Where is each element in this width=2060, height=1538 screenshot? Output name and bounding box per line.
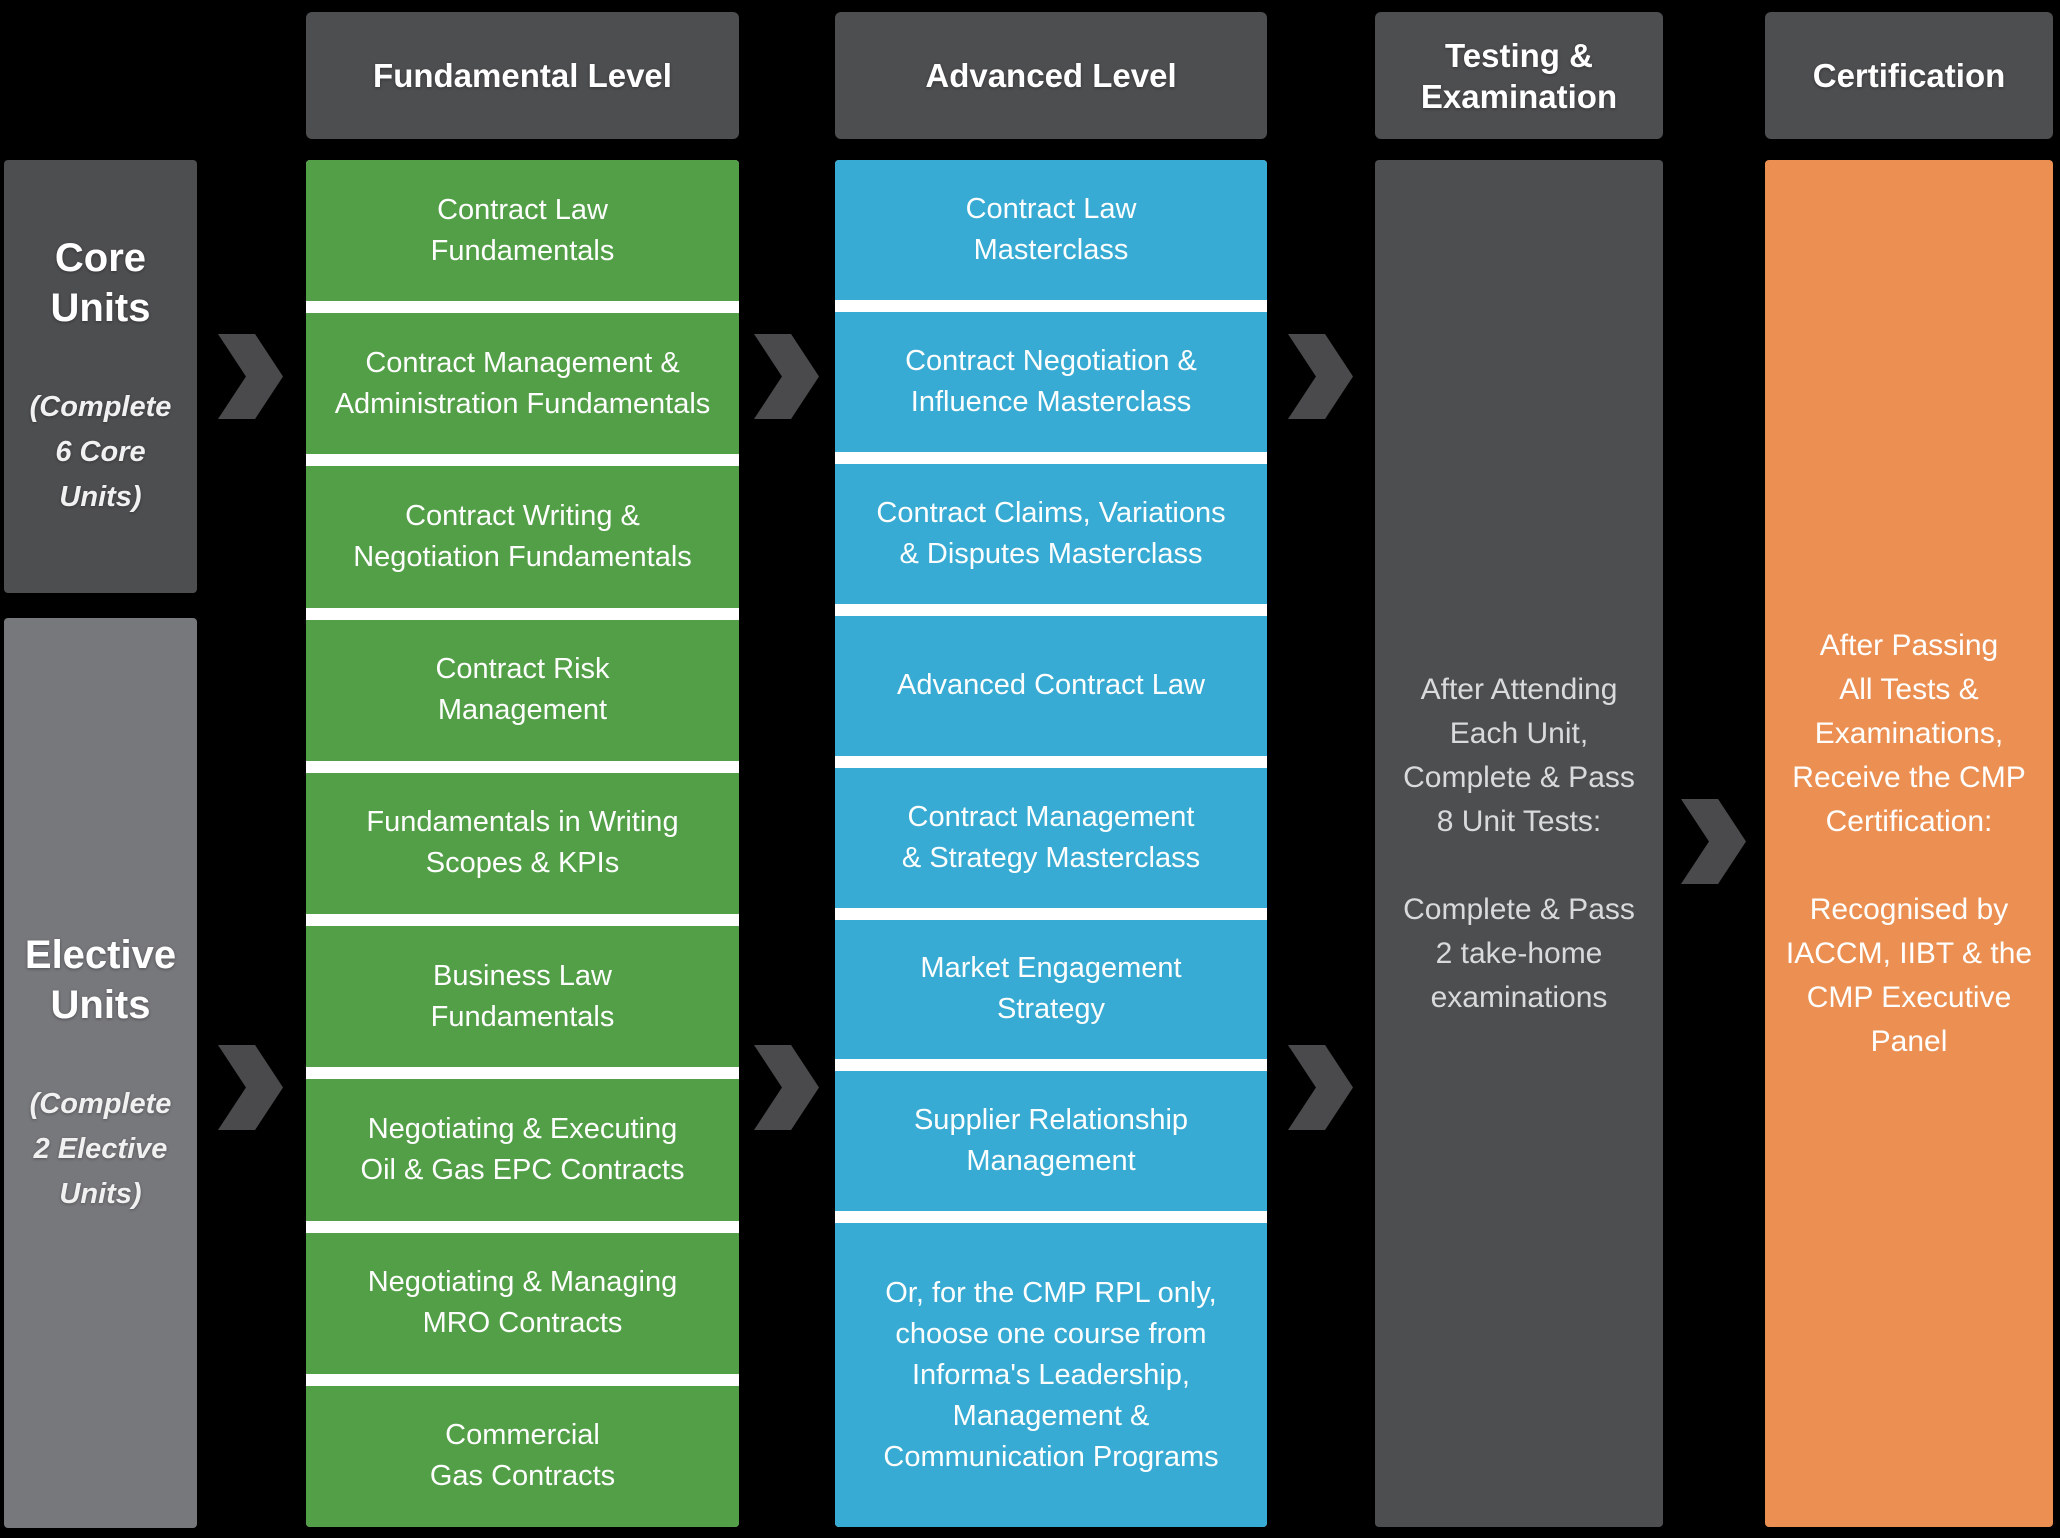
course-box-contract-writing-negotiation: Contract Writing & Negotiation Fundament… — [306, 466, 739, 608]
course-box-contract-law-masterclass: Contract Law Masterclass — [835, 160, 1267, 300]
core-units-title: Core Units — [50, 236, 151, 330]
course-box-commercial-gas-contracts: Commercial Gas Contracts — [306, 1385, 739, 1527]
chevron-right-icon — [218, 1045, 283, 1130]
course-box-advanced-contract-law: Advanced Contract Law — [835, 615, 1267, 756]
course-box-writing-scopes-kpis: Fundamentals in Writing Scopes & KPIs — [306, 772, 739, 915]
course-box-contract-law-fundamentals: Contract Law Fundamentals — [306, 160, 739, 302]
fundamental-level-column: Contract Law Fundamentals Contract Manag… — [306, 160, 739, 1527]
course-box-mro-contracts: Negotiating & Managing MRO Contracts — [306, 1232, 739, 1374]
chevron-right-icon — [1681, 799, 1746, 884]
header-certification: Certification — [1765, 12, 2053, 139]
chevron-right-icon — [754, 334, 819, 419]
course-box-contract-risk-management: Contract Risk Management — [306, 619, 739, 761]
advanced-level-column: Contract Law Masterclass Contract Negoti… — [835, 160, 1267, 1527]
testing-examination-box: After Attending Each Unit, Complete & Pa… — [1375, 160, 1663, 1527]
course-box-contract-negotiation-influence: Contract Negotiation & Influence Masterc… — [835, 311, 1267, 452]
course-box-cmp-rpl-option: Or, for the CMP RPL only, choose one cou… — [835, 1223, 1267, 1527]
course-box-claims-variations-disputes: Contract Claims, Variations & Disputes M… — [835, 463, 1267, 604]
elective-units-note: (Complete 2 Elective Units) — [29, 1087, 172, 1210]
chevron-right-icon — [218, 334, 283, 419]
course-box-contract-management-strategy: Contract Management & Strategy Mastercla… — [835, 767, 1267, 908]
course-box-oil-gas-epc-contracts: Negotiating & Executing Oil & Gas EPC Co… — [306, 1079, 739, 1221]
header-advanced-level: Advanced Level — [835, 12, 1267, 139]
chevron-right-icon — [1288, 334, 1353, 419]
core-units-box: Core Units (Complete 6 Core Units) — [4, 160, 197, 593]
header-testing-examination: Testing & Examination — [1375, 12, 1663, 139]
core-units-note: (Complete 6 Core Units) — [29, 391, 172, 513]
header-fundamental-level: Fundamental Level — [306, 12, 739, 139]
course-box-supplier-relationship-management: Supplier Relationship Management — [835, 1071, 1267, 1212]
course-box-contract-management-administration: Contract Management & Administration Fun… — [306, 313, 739, 455]
certification-box: After Passing All Tests & Examinations, … — [1765, 160, 2053, 1527]
elective-units-box: Elective Units (Complete 2 Elective Unit… — [4, 618, 197, 1528]
elective-units-title: Elective Units — [24, 932, 177, 1027]
chevron-right-icon — [754, 1045, 819, 1130]
course-box-market-engagement-strategy: Market Engagement Strategy — [835, 919, 1267, 1060]
chevron-right-icon — [1288, 1045, 1353, 1130]
course-box-business-law-fundamentals: Business Law Fundamentals — [306, 926, 739, 1068]
